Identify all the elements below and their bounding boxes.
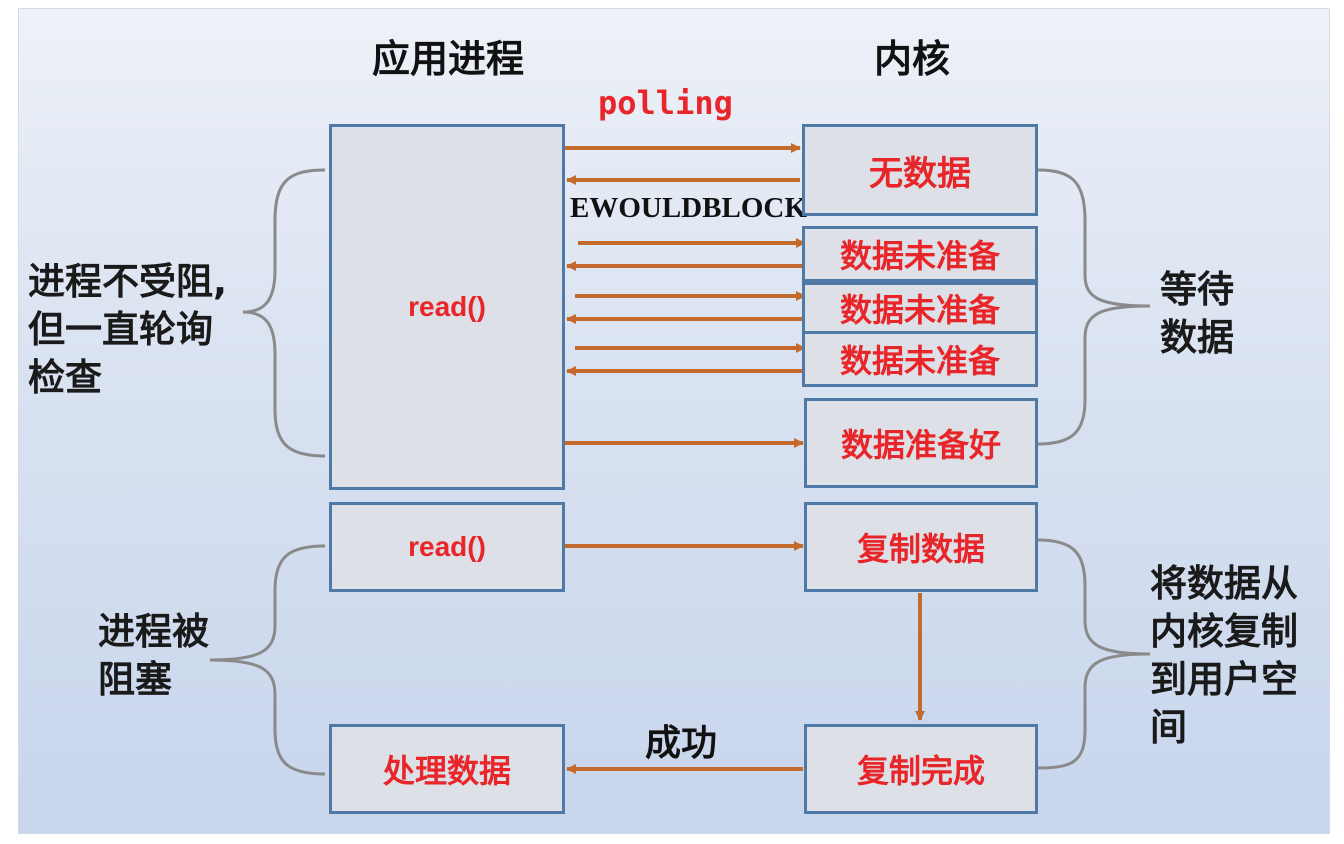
kernel-no-data-label: 无数据 [869, 153, 971, 194]
annotation-process-blocked: 进程被 阻塞 [98, 608, 209, 704]
ewouldblock-label: EWOULDBLOCK [570, 192, 807, 224]
app-read-poll-label: read() [408, 291, 486, 322]
diagram-background [18, 8, 1330, 834]
annotation-line: 阻塞 [98, 658, 172, 701]
app-process-header: 应用进程 [372, 37, 525, 81]
kernel-no-data-box: 无数据 [802, 124, 1038, 216]
kernel-data-ready-box: 数据准备好 [804, 398, 1038, 488]
brace-left-bottom [209, 544, 326, 776]
app-read-block-label: read() [408, 531, 486, 562]
kernel-not-ready-label-2: 数据未准备 [839, 291, 1000, 329]
kernel-not-ready-label-1: 数据未准备 [839, 237, 1000, 275]
kernel-data-ready-label: 数据准备好 [840, 426, 1001, 464]
annotation-line: 到用户空 [1150, 658, 1298, 701]
kernel-copy-done-label: 复制完成 [856, 752, 985, 790]
annotation-line: 检查 [28, 356, 102, 399]
brace-right-top [1037, 168, 1151, 446]
annotation-line: 进程不受阻, [28, 260, 228, 303]
annotation-line: 数据 [1160, 316, 1234, 359]
annotation-line: 进程被 [98, 610, 209, 653]
kernel-not-ready-box-3: 数据未准备 [802, 331, 1038, 387]
app-read-poll-box: read() [329, 124, 565, 490]
annotation-line: 内核复制 [1150, 610, 1298, 653]
app-read-block-box: read() [329, 502, 565, 592]
app-process-data-label: 处理数据 [382, 752, 511, 790]
annotation-not-blocked-polling: 进程不受阻, 但一直轮询 检查 [28, 258, 227, 402]
annotation-line: 将数据从 [1150, 562, 1298, 605]
annotation-wait-data: 等待 数据 [1160, 266, 1234, 362]
polling-label: polling [598, 84, 733, 122]
kernel-not-ready-box-1: 数据未准备 [802, 226, 1038, 282]
kernel-copy-data-box: 复制数据 [804, 502, 1038, 592]
brace-left-top [242, 168, 326, 458]
kernel-copy-data-label: 复制数据 [856, 530, 985, 568]
kernel-header: 内核 [874, 37, 951, 81]
success-label: 成功 [645, 723, 718, 764]
brace-right-bottom [1037, 538, 1151, 770]
annotation-line: 但一直轮询 [28, 308, 213, 351]
kernel-copy-done-box: 复制完成 [804, 724, 1038, 814]
app-process-data-box: 处理数据 [329, 724, 565, 814]
annotation-line: 间 [1150, 706, 1187, 749]
kernel-not-ready-label-3: 数据未准备 [839, 342, 1000, 380]
annotation-copy-kernel-to-user: 将数据从 内核复制 到用户空 间 [1150, 560, 1298, 752]
kernel-not-ready-box-2: 数据未准备 [802, 282, 1038, 334]
annotation-line: 等待 [1160, 268, 1234, 311]
